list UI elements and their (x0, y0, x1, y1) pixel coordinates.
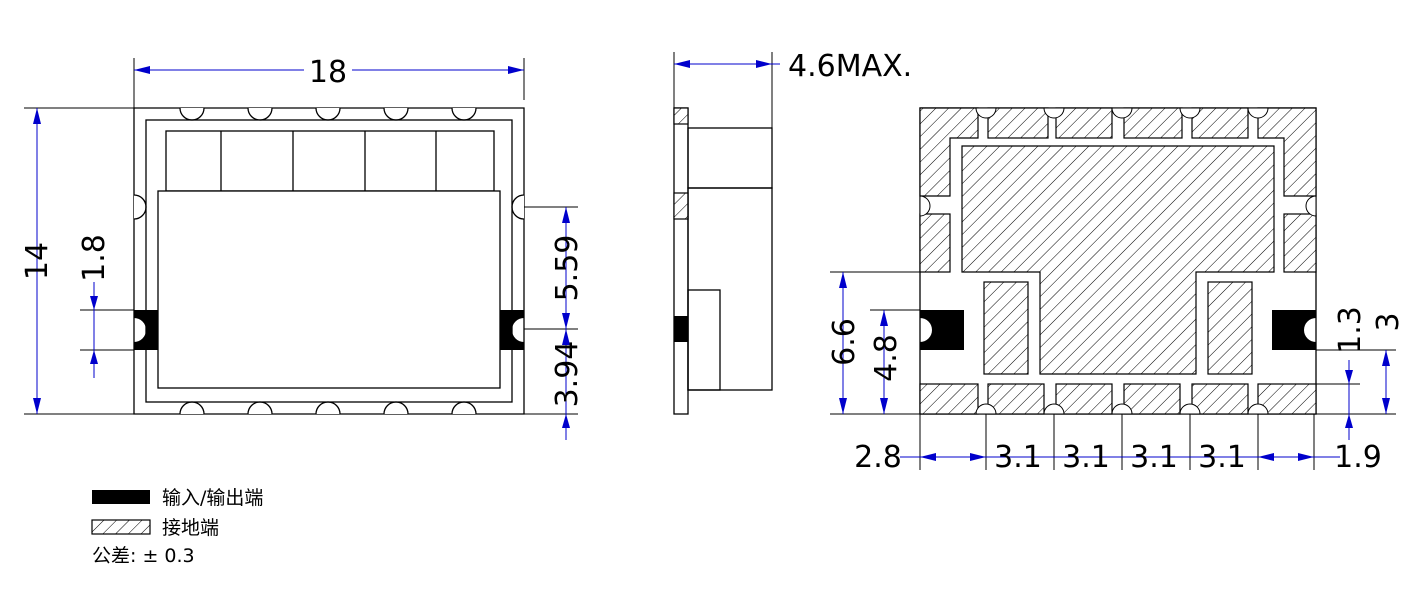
legend-io-swatch (92, 490, 150, 504)
side-view-substrate (673, 107, 689, 415)
dim-bottom-pitch-4: 3.1 (1198, 440, 1246, 475)
bottom-view-left-gnd-pad (919, 213, 951, 273)
side-view: 4.6MAX. (673, 49, 912, 415)
dim-bottom-pitch-1: 3.1 (994, 440, 1042, 475)
side-edge-notches (133, 194, 525, 220)
legend-gnd-label: 接地端 (162, 517, 219, 539)
dim-top-height: 14 (20, 242, 55, 280)
dim-bottom-pitch-2: 3.1 (1062, 440, 1110, 475)
bottom-view-bottom-gnd-row (919, 383, 1317, 415)
dim-bottom-right-offset: 1.9 (1334, 440, 1382, 475)
shield-can (157, 190, 501, 389)
bottom-view-inner-gnd-right (1207, 281, 1253, 375)
bottom-view: 6.6 4.8 1.3 3 2.8 3.1 3.1 3.1 3.1 (827, 107, 1406, 475)
top-edge-notches (179, 107, 477, 121)
legend: 输入/输出端 接地端 公差: ± 0.3 (91, 487, 263, 567)
component-row (165, 130, 495, 192)
side-view-components (687, 127, 773, 189)
legend-tolerance: 公差: ± 0.3 (92, 545, 195, 567)
legend-io-label: 输入/输出端 (162, 487, 263, 509)
bottom-view-right-gnd-pad (1283, 213, 1317, 273)
dim-bottom-pad-h: 1.3 (1333, 306, 1368, 354)
dim-side-max-height: 4.6MAX. (788, 49, 912, 84)
dim-bottom-pad-y-total: 6.6 (827, 318, 862, 366)
top-view: 18 14 1.8 5.59 3.94 (20, 55, 585, 440)
dim-top-width: 18 (309, 55, 347, 90)
top-view-inner-frame (145, 119, 513, 403)
bottom-view-io-pad-left (920, 310, 964, 350)
bottom-view-center-gnd (961, 145, 1275, 375)
bottom-view-top-gnd-row (919, 107, 1317, 197)
dim-bottom-pad-y: 4.8 (869, 334, 904, 382)
dim-bottom-left-offset: 2.8 (854, 440, 902, 475)
dim-top-pad-height: 1.8 (77, 234, 112, 282)
side-view-shield (687, 187, 773, 391)
bottom-view-inner-gnd-left (983, 281, 1029, 375)
dim-top-upper-offset: 5.59 (550, 235, 585, 302)
bottom-view-notches (919, 107, 1317, 415)
dim-bottom-pitch-3: 3.1 (1130, 440, 1178, 475)
dim-bottom-gnd-h: 3 (1371, 312, 1406, 331)
legend-gnd-swatch (91, 519, 151, 535)
bottom-view-io-pad-right (1272, 310, 1316, 350)
bottom-edge-notches (179, 401, 477, 415)
dim-top-lower-offset: 3.94 (550, 341, 585, 408)
